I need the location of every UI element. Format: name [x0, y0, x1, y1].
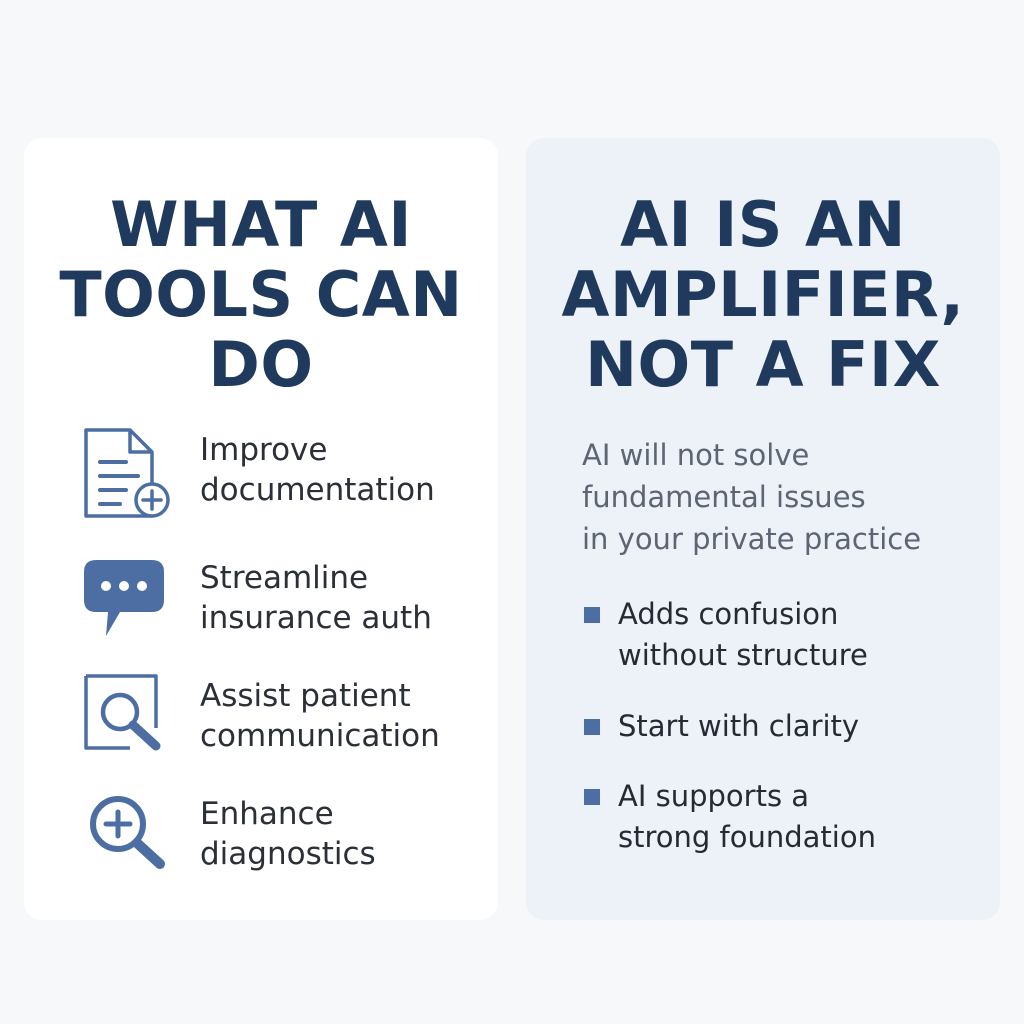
amplifier-intro-text: AI will not solve fundamental issues in …	[582, 438, 922, 556]
amplifier-title: AI IS AN AMPLIFIER, NOT A FIX	[526, 190, 1000, 400]
square-bullet-icon	[584, 789, 600, 805]
tool-item-documentation: Improve documentation	[80, 426, 490, 522]
tool-item-label: Improve documentation	[200, 432, 435, 508]
title-line: NOT A FIX	[585, 328, 941, 401]
ai-tools-card: WHAT AI TOOLS CAN DO Impro	[24, 138, 498, 920]
document-plus-icon	[80, 426, 176, 522]
tool-item-label: Enhance diagnostics	[200, 796, 376, 872]
chat-bubble-icon	[80, 554, 176, 650]
title-line: WHAT AI	[110, 188, 412, 261]
title-line: AI IS AN	[620, 188, 906, 261]
title-line: DO	[208, 328, 314, 401]
zoom-in-icon	[80, 790, 176, 886]
bullet-text: Adds confusion without structure	[618, 597, 868, 672]
square-bullet-icon	[584, 607, 600, 623]
bullet-text: Start with clarity	[618, 709, 860, 743]
tool-item-diagnostics: Enhance diagnostics	[80, 790, 490, 886]
tool-item-label: Assist patient communication	[200, 678, 440, 754]
tool-item-insurance: Streamline insurance auth	[80, 554, 490, 650]
tool-item-communication: Assist patient communication	[80, 672, 490, 768]
bullet-text: AI supports a strong foundation	[618, 779, 876, 854]
title-line: TOOLS CAN	[59, 258, 463, 331]
tool-item-label: Streamline insurance auth	[200, 560, 432, 636]
ai-tools-title: WHAT AI TOOLS CAN DO	[24, 190, 498, 400]
magnifier-frame-icon	[80, 672, 176, 768]
square-bullet-icon	[584, 719, 600, 735]
amplifier-card: AI IS AN AMPLIFIER, NOT A FIX AI will no…	[526, 138, 1000, 920]
title-line: AMPLIFIER,	[561, 258, 965, 331]
